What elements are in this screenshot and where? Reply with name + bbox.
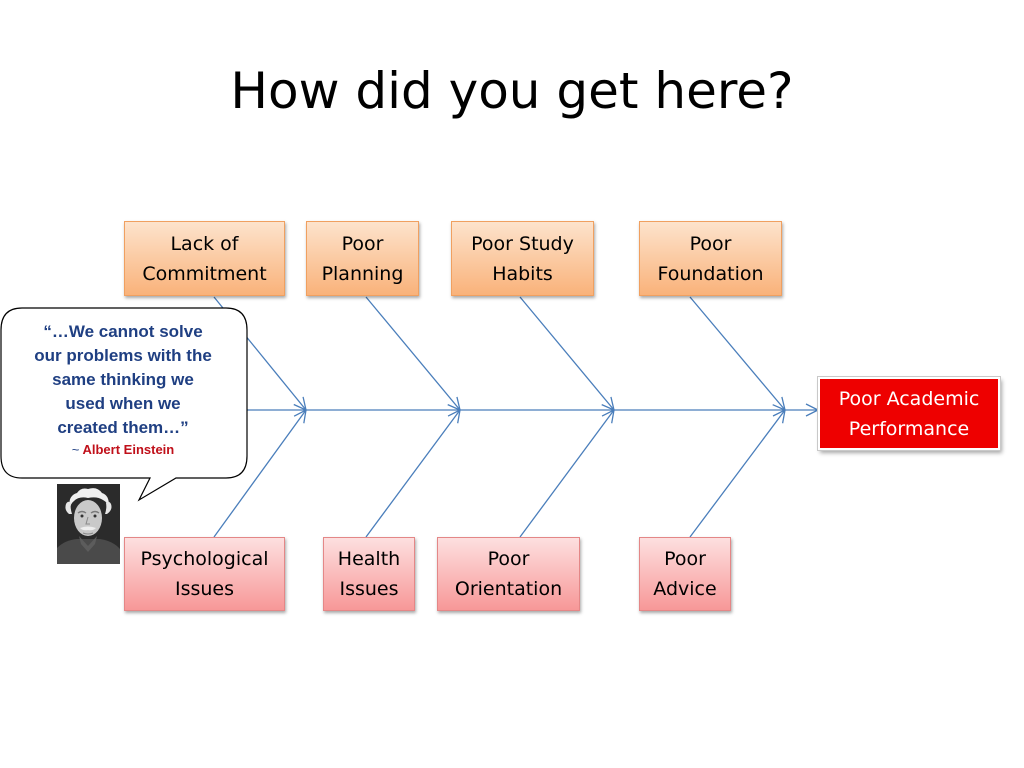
- cause-label: Psychological Issues: [140, 548, 269, 600]
- cause-psychological-issues: Psychological Issues: [124, 537, 285, 611]
- cause-label: Poor Advice: [653, 548, 717, 600]
- cause-poor-planning: Poor Planning: [306, 221, 419, 296]
- bone-poor-advice: [689, 410, 785, 538]
- quote-text: “…We cannot solve our problems with the …: [34, 322, 212, 437]
- bone-poor-foundation: [689, 296, 785, 410]
- cause-poor-foundation: Poor Foundation: [639, 221, 782, 296]
- quote-author: Albert Einstein: [82, 442, 175, 457]
- effect-box: Poor Academic Performance: [817, 376, 1001, 451]
- speech-bubble: [0, 307, 248, 502]
- cause-label: Poor Planning: [321, 232, 404, 285]
- cause-health-issues: Health Issues: [323, 537, 415, 611]
- cause-poor-orientation: Poor Orientation: [437, 537, 580, 611]
- attribution-tilde: ~: [71, 442, 80, 457]
- bone-poor-study-habits: [519, 296, 614, 410]
- cause-poor-advice: Poor Advice: [639, 537, 731, 611]
- cause-label: Poor Study Habits: [471, 232, 574, 285]
- bone-poor-orientation: [519, 410, 614, 538]
- cause-lack-of-commitment: Lack of Commitment: [124, 221, 285, 296]
- cause-label: Poor Foundation: [657, 232, 764, 285]
- cause-label: Health Issues: [337, 548, 401, 600]
- bone-poor-planning: [365, 296, 460, 410]
- einstein-portrait-icon: [57, 484, 120, 564]
- cause-label: Poor Orientation: [454, 548, 563, 600]
- cause-label: Lack of Commitment: [142, 232, 267, 285]
- bone-health-issues: [365, 410, 460, 538]
- slide-title: How did you get here?: [230, 62, 794, 120]
- bone-psychological-issues: [213, 410, 306, 538]
- cause-poor-study-habits: Poor Study Habits: [451, 221, 594, 296]
- effect-label: Poor Academic Performance: [838, 387, 980, 440]
- quote-attribution: ~ Albert Einstein: [12, 442, 234, 457]
